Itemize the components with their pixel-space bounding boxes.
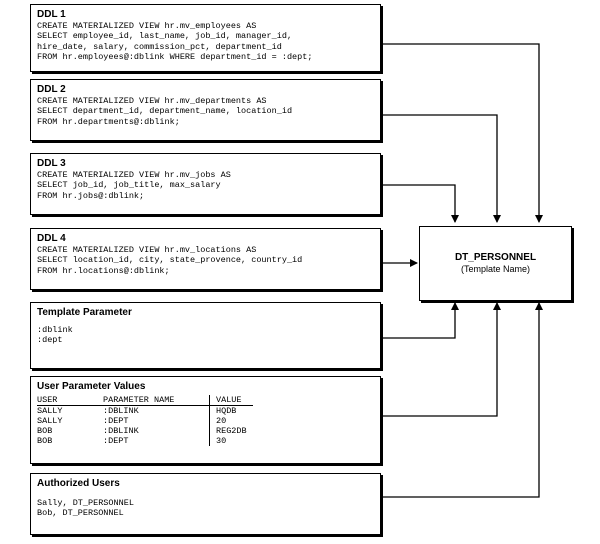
template-name: DT_PERSONNEL (454, 252, 537, 263)
ddl4-line: CREATE MATERIALIZED VIEW hr.mv_locations… (37, 245, 257, 255)
ddl1-line: hire_date, salary, commission_pct, depar… (37, 41, 282, 52)
ddl1-box: DDL 1 CREATE MATERIALIZED VIEW hr.mv_emp… (30, 4, 381, 72)
arrow-ddl3 (383, 184, 459, 223)
ddl4-line: FROM hr.locations@:dblink; (37, 265, 170, 276)
arrow-ddl2 (383, 114, 501, 223)
template-subtitle: (Template Name) (460, 264, 531, 274)
ddl4-box: DDL 4 CREATE MATERIALIZED VIEW hr.mv_loc… (30, 228, 381, 290)
ddl4-title: DDL 4 (37, 233, 66, 244)
header-value: VALUE (209, 395, 253, 406)
authorized-user-line: Bob, DT_PERSONNEL (37, 508, 124, 519)
cell-user: SALLY (37, 406, 63, 416)
table-row: BOB :DEPT 30 (37, 436, 253, 446)
ddl1-title: DDL 1 (37, 9, 66, 20)
cell-user: BOB (37, 436, 53, 446)
user-params-box: User Parameter Values USER PARAMETER NAM… (30, 376, 381, 464)
ddl2-line: SELECT department_id, department_name, l… (37, 106, 293, 117)
ddl3-line: SELECT job_id, job_title, max_salary (37, 180, 221, 191)
authorized-user-line: Sally, DT_PERSONNEL (37, 498, 134, 508)
template-param-line: :dept (37, 335, 63, 346)
arrow-template-param (383, 302, 459, 339)
arrow-ddl1 (383, 43, 543, 223)
ddl1-line: CREATE MATERIALIZED VIEW hr.mv_employees… (37, 21, 257, 31)
table-row: SALLY :DEPT 20 (37, 416, 253, 426)
ddl3-title: DDL 3 (37, 158, 66, 169)
cell-value: HQDB (216, 406, 237, 416)
user-params-title: User Parameter Values (37, 381, 146, 392)
cell-user: BOB (37, 426, 53, 436)
cell-user: SALLY (37, 416, 63, 426)
ddl3-line: FROM hr.jobs@:dblink; (37, 190, 145, 201)
user-params-header-row: USER PARAMETER NAME VALUE (37, 395, 253, 406)
cell-value: REG2DB (216, 426, 247, 436)
ddl2-title: DDL 2 (37, 84, 66, 95)
table-row: SALLY :DBLINK HQDB (37, 405, 253, 416)
header-user: USER (37, 395, 103, 406)
authorized-users-title: Authorized Users (37, 478, 120, 489)
ddl2-line: FROM hr.departments@:dblink; (37, 116, 180, 127)
template-param-title: Template Parameter (37, 307, 132, 318)
arrow-authorized (383, 302, 543, 498)
cell-parameter: :DEPT (103, 416, 210, 426)
ddl3-line: CREATE MATERIALIZED VIEW hr.mv_jobs AS (37, 170, 231, 180)
authorized-users-box: Authorized Users Sally, DT_PERSONNEL Bob… (30, 473, 381, 535)
cell-value: 20 (216, 416, 227, 426)
cell-parameter: :DEPT (103, 436, 210, 446)
arrow-user-params (383, 302, 501, 417)
user-params-table: USER PARAMETER NAME VALUE SALLY :DBLINK … (37, 395, 253, 446)
template-name-box: DT_PERSONNEL (Template Name) (419, 226, 572, 301)
ddl3-box: DDL 3 CREATE MATERIALIZED VIEW hr.mv_job… (30, 153, 381, 215)
ddl2-box: DDL 2 CREATE MATERIALIZED VIEW hr.mv_dep… (30, 79, 381, 141)
cell-parameter: :DBLINK (103, 405, 210, 416)
table-row: BOB :DBLINK REG2DB (37, 426, 253, 436)
cell-parameter: :DBLINK (103, 426, 210, 436)
cell-value: 30 (216, 436, 227, 446)
ddl2-line: CREATE MATERIALIZED VIEW hr.mv_departmen… (37, 96, 267, 106)
template-param-box: Template Parameter :dblink :dept (30, 302, 381, 369)
ddl1-line: FROM hr.employees@:dblink WHERE departme… (37, 52, 313, 63)
header-parameter-name: PARAMETER NAME (103, 395, 210, 406)
template-param-line: :dblink (37, 325, 73, 335)
ddl4-line: SELECT location_id, city, state_provence… (37, 255, 303, 266)
ddl1-line: SELECT employee_id, last_name, job_id, m… (37, 31, 293, 42)
